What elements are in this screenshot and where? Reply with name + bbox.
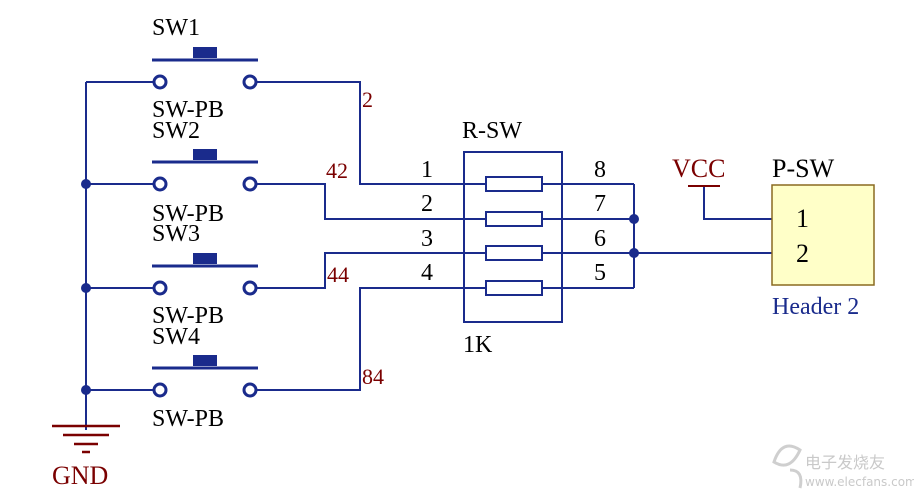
watermark-logo (772, 444, 803, 489)
net-42-wire (256, 183, 466, 220)
net-84-wire (256, 287, 466, 391)
sw3-ref-label: SW3 (152, 221, 200, 247)
junction-dot (629, 214, 639, 224)
net-label-44: 44 (327, 262, 349, 287)
rn-pin-label: 1 (421, 157, 433, 183)
header-part-label: Header 2 (772, 294, 859, 320)
junction-dot (629, 248, 639, 258)
sw1-ref-label: SW1 (152, 15, 200, 41)
junction-dot (81, 283, 91, 293)
switch-symbols (152, 47, 258, 398)
header-body (771, 184, 875, 286)
junction-dot (81, 385, 91, 395)
resistor-network-symbol (463, 151, 563, 323)
header-pin-label: 1 (796, 204, 809, 233)
resistor-network-body (463, 151, 563, 323)
net-44-wire (256, 252, 466, 289)
resistor-network-value: 1K (463, 332, 493, 358)
rn-pin-label: 8 (594, 157, 606, 183)
rn-pin-label: 7 (594, 191, 606, 217)
sw2-part-label: SW-PB (152, 201, 224, 227)
sw4-part-label: SW-PB (152, 406, 224, 432)
net-2-wire (256, 81, 466, 185)
sw3-symbol (152, 253, 258, 296)
resistor-network-ref: R-SW (462, 118, 522, 144)
rn-pin-label: 6 (594, 226, 606, 252)
sw4-symbol (152, 355, 258, 398)
sw1-symbol (152, 47, 258, 90)
rn-pin-label: 2 (421, 191, 433, 217)
sw2-ref-label: SW2 (152, 118, 200, 144)
rn-pin-label: 4 (421, 260, 433, 286)
gnd-label: GND (52, 461, 108, 490)
rn-pin-label: 5 (594, 260, 606, 286)
junction-dot (81, 179, 91, 189)
vcc-label: VCC (672, 154, 725, 183)
header-ref-label: P-SW (772, 154, 835, 183)
rn-pin-label: 3 (421, 226, 433, 252)
sw4-ref-label: SW4 (152, 324, 200, 350)
sw2-symbol (152, 149, 258, 192)
net-label-84: 84 (362, 364, 384, 389)
watermark-url: www.elecfans.com (805, 475, 914, 489)
watermark-text: 电子发烧友 (805, 453, 885, 472)
junctions (81, 179, 639, 395)
sw3-part-label: SW-PB (152, 303, 224, 329)
header-pin-label: 2 (796, 239, 809, 268)
gnd-symbol (52, 424, 120, 454)
sw1-part-label: SW-PB (152, 97, 224, 123)
net-label-42: 42 (326, 158, 348, 183)
wires (85, 81, 772, 430)
vcc-wire (703, 186, 772, 220)
net-label-2: 2 (362, 87, 373, 112)
